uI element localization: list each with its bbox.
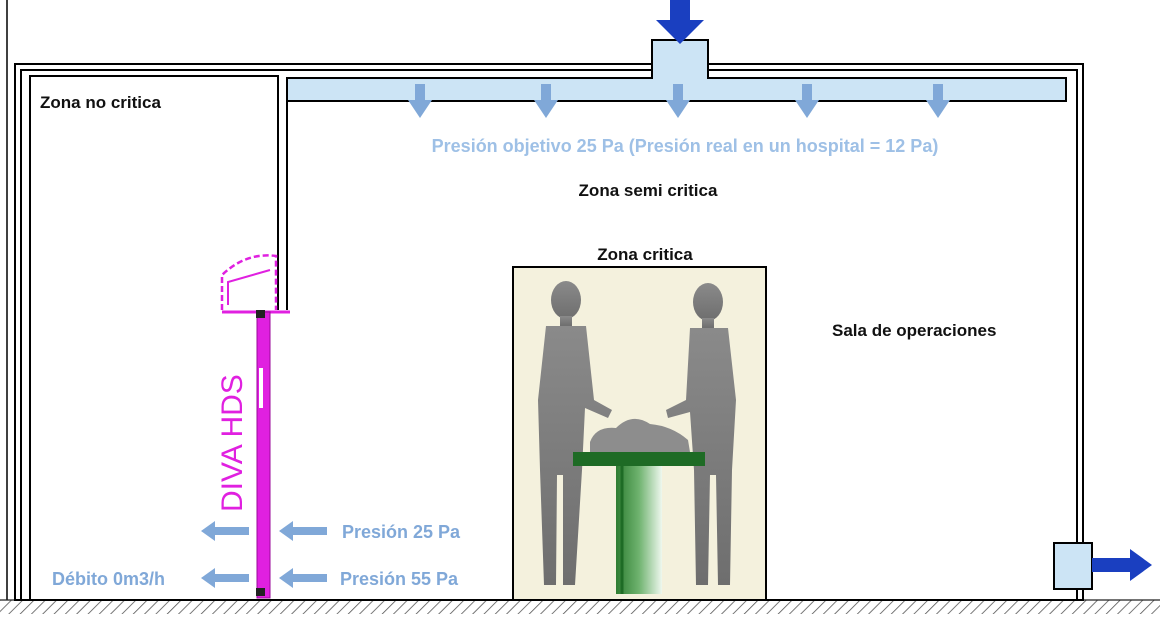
target-pressure-label: Presión objetivo 25 Pa (Presión real en … xyxy=(432,136,939,156)
pressure-lower-label: Presión 55 Pa xyxy=(340,569,459,589)
diffuser-arrow-icon xyxy=(926,84,950,118)
patient-figure xyxy=(590,418,690,452)
operating-table-leg xyxy=(616,466,662,594)
diva-hds-device xyxy=(220,254,290,599)
operating-room-label: Sala de operaciones xyxy=(832,321,996,340)
semi-critical-zone-label: Zona semi critica xyxy=(579,181,718,200)
flow-rate-label: Débito 0m3/h xyxy=(52,569,165,589)
non-critical-zone-label: Zona no critica xyxy=(40,93,161,112)
diffuser-arrow-icon xyxy=(408,84,432,118)
non-critical-room-wall xyxy=(29,75,279,600)
exhaust-unit xyxy=(1053,542,1093,590)
diffuser-arrow-icon xyxy=(795,84,819,118)
critical-zone-label: Zona critica xyxy=(597,245,693,264)
flow-arrows xyxy=(201,521,327,588)
pressure-upper-label: Presión 25 Pa xyxy=(342,522,461,542)
arrow-left-icon xyxy=(279,568,327,588)
arrow-left-icon xyxy=(279,521,327,541)
arrow-left-icon xyxy=(201,568,249,588)
diffuser-arrow-icon xyxy=(666,84,690,118)
arrow-left-icon xyxy=(201,521,249,541)
ground-hatch xyxy=(0,600,1160,614)
exhaust-arrow-icon xyxy=(1092,549,1152,581)
supply-arrow-icon xyxy=(656,0,704,44)
diffuser-arrows xyxy=(408,84,950,118)
diffuser-arrow-icon xyxy=(534,84,558,118)
device-name-label: DIVA HDS xyxy=(216,374,249,512)
operating-table-top xyxy=(573,452,705,466)
